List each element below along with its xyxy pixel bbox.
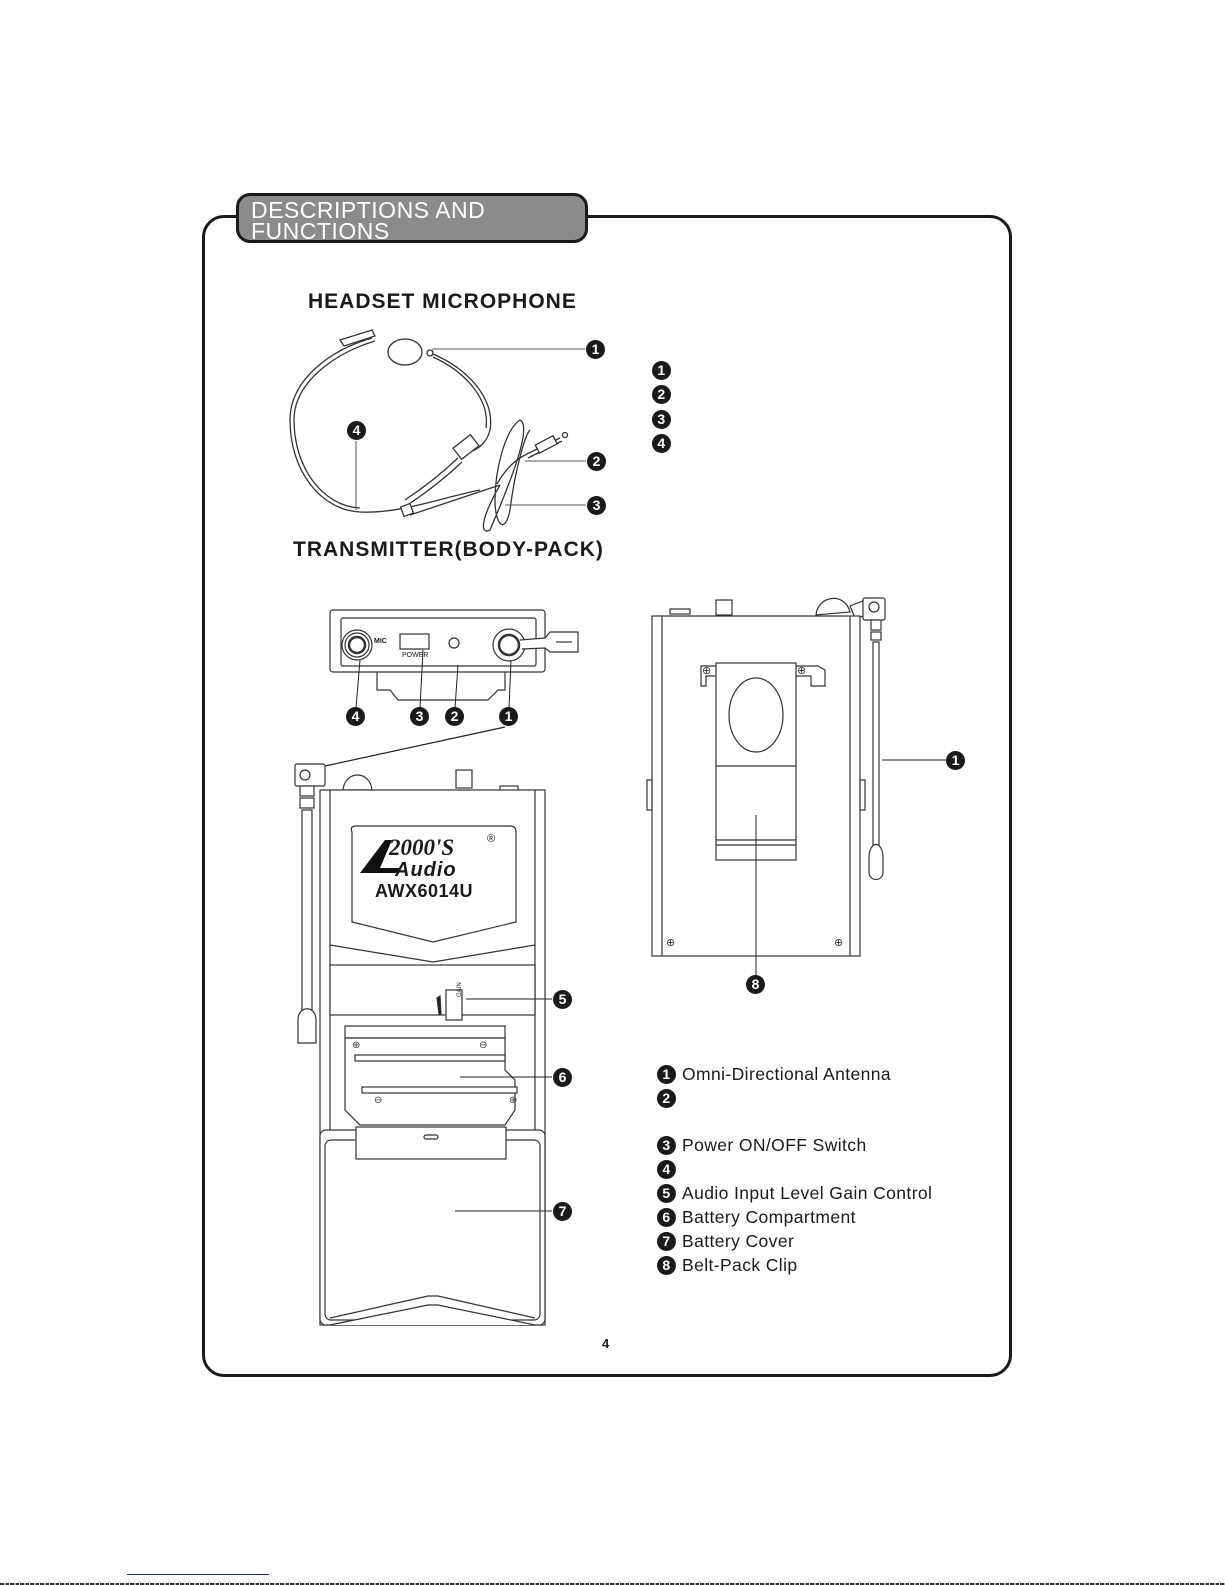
- transmitter-legend-item: 1 Omni-Directional Antenna: [657, 1062, 932, 1086]
- svg-text:⊖: ⊖: [374, 1095, 382, 1106]
- transmitter-legend-item: 4: [657, 1157, 932, 1181]
- legend-label: Audio Input Level Gain Control: [682, 1182, 933, 1203]
- headset-callout-1: 1: [586, 340, 605, 359]
- transmitter-legend-item: 7 Battery Cover: [657, 1229, 932, 1253]
- top-panel-callout-4: 4: [346, 707, 365, 726]
- legend-label: Battery Compartment: [682, 1206, 856, 1227]
- svg-text:⊕: ⊕: [834, 937, 843, 949]
- transmitter-legend-item: 5 Audio Input Level Gain Control: [657, 1181, 932, 1205]
- power-label: POWER: [402, 652, 429, 659]
- headset-callout-2: 2: [587, 452, 606, 471]
- transmitter-title: TRANSMITTER(BODY-PACK): [293, 538, 604, 561]
- legend-label: Belt-Pack Clip: [682, 1254, 798, 1275]
- page-break-line: [0, 1583, 1225, 1585]
- transmitter-legend: 1 Omni-Directional Antenna 2 3 Power ON/OF…: [657, 1062, 932, 1277]
- svg-text:⊕: ⊕: [352, 1040, 360, 1051]
- top-panel-callout-3: 3: [410, 707, 429, 726]
- legend-number: 8: [657, 1255, 676, 1275]
- brand-registered-mark: ®: [487, 833, 496, 845]
- headset-callout-3: 3: [587, 496, 606, 515]
- front-callout-6: 6: [553, 1068, 572, 1087]
- legend-number: 1: [652, 360, 671, 380]
- legend-label: Battery Cover: [682, 1230, 795, 1251]
- transmitter-legend-item: 2: [657, 1086, 932, 1110]
- front-callout-7: 7: [553, 1202, 572, 1221]
- legend-number: 4: [652, 434, 671, 454]
- brand-logo-bottom: Audio: [395, 859, 457, 881]
- legend-number: 2: [652, 385, 671, 405]
- top-panel-callout-1: 1: [499, 707, 518, 726]
- legend-number: 3: [657, 1135, 676, 1155]
- legend-number: 7: [657, 1231, 676, 1251]
- legend-label: Power ON/OFF Switch: [682, 1134, 867, 1155]
- transmitter-legend-item: 3 Power ON/OFF Switch: [657, 1133, 932, 1157]
- transmitter-legend-item: 8 Belt-Pack Clip: [657, 1253, 932, 1277]
- legend-number: 5: [657, 1183, 676, 1203]
- back-callout-1: 1: [946, 751, 965, 770]
- headset-legend-item: 1: [652, 358, 677, 383]
- page-number: 4: [602, 1336, 610, 1351]
- brand-logo-top: 2000'S: [389, 835, 455, 860]
- legend-number: 3: [652, 409, 671, 429]
- svg-text:⊕: ⊕: [797, 665, 806, 677]
- transmitter-legend-item: 6 Battery Compartment: [657, 1205, 932, 1229]
- section-title-line1: DESCRIPTIONS AND: [251, 197, 486, 223]
- headset-callout-4: 4: [347, 421, 366, 440]
- svg-text:⊕: ⊕: [702, 665, 711, 677]
- headset-title: HEADSET MICROPHONE: [308, 290, 577, 313]
- headset-legend-item: 3: [652, 407, 677, 432]
- legend-number: 4: [657, 1159, 676, 1179]
- bottom-link-underline: [127, 1574, 269, 1575]
- svg-text:⊖: ⊖: [479, 1040, 487, 1051]
- legend-number: 6: [657, 1207, 676, 1227]
- section-tab: DESCRIPTIONS AND FUNCTIONS: [236, 193, 588, 243]
- legend-number: 2: [657, 1088, 676, 1108]
- headset-legend: 1 2 3 4: [652, 358, 677, 456]
- legend-label: Omni-Directional Antenna: [682, 1063, 892, 1084]
- model-number: AWX6014U: [375, 881, 474, 901]
- top-panel-callout-2: 2: [445, 707, 464, 726]
- legend-spacer: [657, 1110, 932, 1133]
- headset-legend-item: 4: [652, 432, 677, 457]
- mic-label: MIC: [374, 638, 387, 645]
- section-title-line2: FUNCTIONS: [251, 218, 390, 244]
- section-frame: [202, 215, 1012, 1377]
- svg-text:⊕: ⊕: [666, 937, 675, 949]
- headset-legend-item: 2: [652, 383, 677, 408]
- legend-number: 1: [657, 1064, 676, 1084]
- front-callout-5: 5: [553, 990, 572, 1009]
- back-callout-8: 8: [746, 975, 765, 994]
- svg-text:⊕: ⊕: [509, 1095, 517, 1106]
